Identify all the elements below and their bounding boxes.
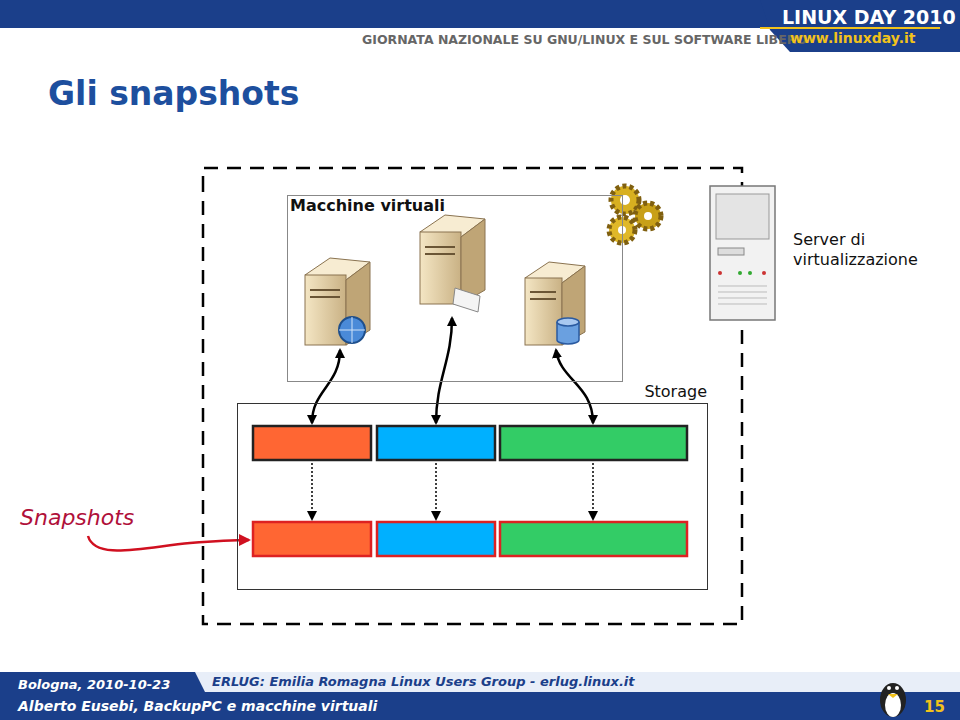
logo-band [760,0,960,52]
vm-database-server [525,262,585,345]
snapshots-leader [88,536,249,550]
callout-label: Snapshots [20,505,134,530]
storage-heading: Storage [644,382,707,401]
group-heading: Macchine virtuali [290,196,445,215]
snapshot-arrows [312,463,593,519]
server-region: Server di virtualizzazioneMacchine virtu… [203,168,742,624]
vm-file-server [420,215,485,312]
page-number: 15 [924,698,945,716]
volumes [253,426,687,460]
storage-box: Storage [237,403,708,590]
vm-group-box: Macchine virtuali [287,195,623,382]
snapshot-volumes [253,522,687,556]
penguin [880,683,906,717]
disk-arrows [312,318,593,423]
event-subtitle: GIORNATA NAZIONALE SU GNU/LINUX E SUL SO… [362,32,807,47]
footer-light [195,672,960,692]
virtualization-boundary [203,168,742,624]
footer-author: Alberto Eusebi, BackupPC e macchine virt… [18,698,377,714]
vm-web-server [305,258,370,345]
footer-date: Bologna, 2010-10-23 [18,677,170,692]
logo-title: LINUX DAY 2010 [782,6,956,28]
footer-group: ERLUG: Emilia Romagna Linux Users Group … [212,674,635,689]
logo-url: www.linuxday.it [790,30,915,46]
slide-title: Gli snapshots [48,74,299,113]
footer-band [0,672,960,720]
physical-server [710,186,775,320]
server-label: Server di virtualizzazione [793,230,958,270]
